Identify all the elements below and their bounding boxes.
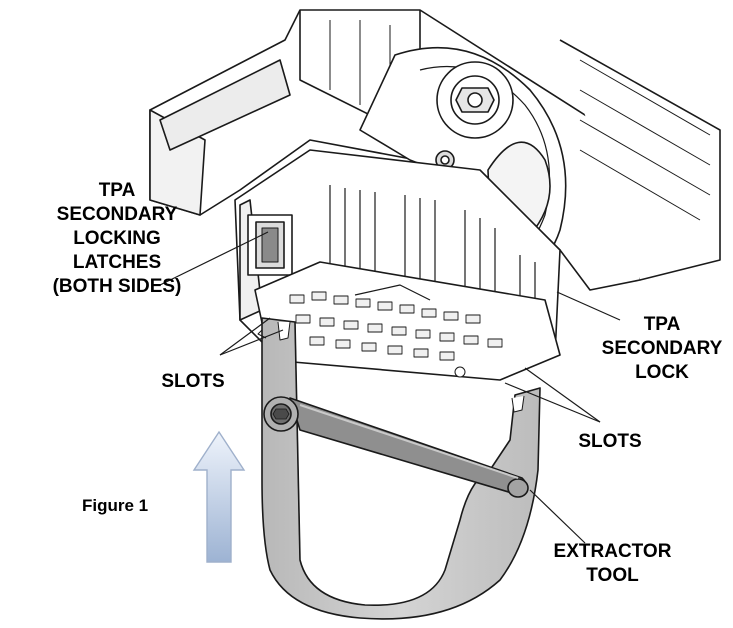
label-slots-right: SLOTS bbox=[578, 431, 642, 452]
label-tpa-secondary-lock: TPA SECONDARY LOCK bbox=[601, 314, 723, 383]
leader-tpa-lock bbox=[556, 291, 621, 321]
leader-slots-left-b bbox=[219, 329, 284, 356]
label-slots-left: SLOTS bbox=[161, 371, 225, 392]
leader-extractor bbox=[529, 489, 586, 544]
leader-lines bbox=[159, 231, 621, 544]
leader-slots-left-a bbox=[219, 317, 271, 356]
figure-caption: Figure 1 bbox=[82, 496, 149, 515]
label-tpa-secondary-locking-latches: TPA SECONDARY LOCKING LATCHES (BOTH SIDE… bbox=[52, 180, 182, 297]
leader-slots-right-b bbox=[504, 382, 601, 423]
leader-latches bbox=[159, 231, 269, 286]
tpa-secondary-lock-body bbox=[234, 149, 561, 381]
label-extractor-tool: EXTRACTOR TOOL bbox=[553, 541, 672, 586]
insertion-arrow bbox=[192, 430, 246, 563]
leader-slots-right-a bbox=[524, 367, 601, 423]
extractor-tool bbox=[257, 317, 541, 620]
connector-housing-top bbox=[149, 9, 721, 291]
